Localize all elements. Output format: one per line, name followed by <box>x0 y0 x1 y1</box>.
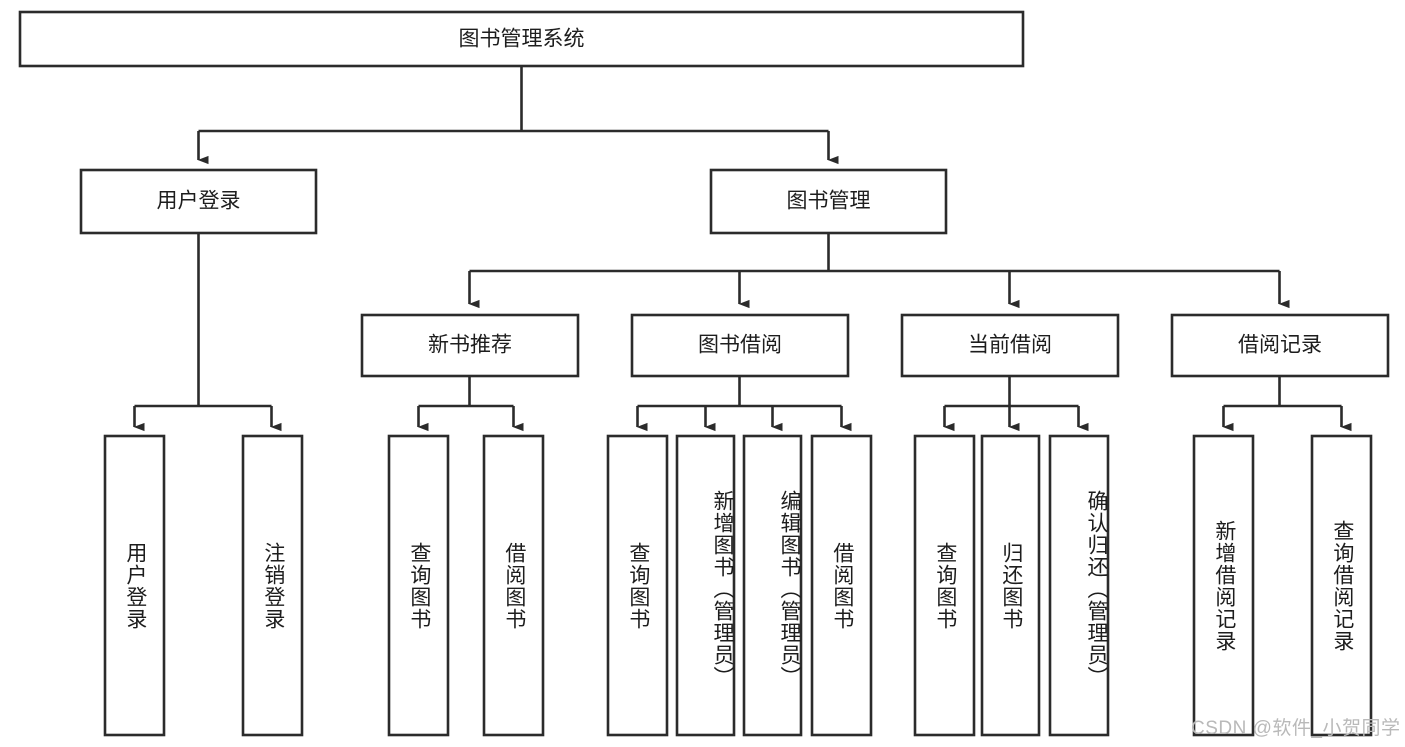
node-leaf-query-record-box[interactable] <box>1310 434 1373 737</box>
node-root[interactable]: 图书管理系统 <box>18 10 1025 68</box>
node-current-borrow-label: 当前借阅 <box>968 334 1052 357</box>
node-user-login-label: 用户登录 <box>157 190 241 213</box>
node-root-box[interactable] <box>18 10 1025 68</box>
node-leaf-add-book-box[interactable] <box>675 434 736 737</box>
node-leaf-return-book-box[interactable] <box>980 434 1041 737</box>
node-leaf-query-book-2-box[interactable] <box>606 434 669 737</box>
node-new-book-recommend-box[interactable] <box>360 313 580 378</box>
node-user-login[interactable]: 用户登录 <box>79 168 318 235</box>
node-book-management[interactable]: 图书管理 <box>709 168 948 235</box>
watermark: CSDN @软件_小贺同学 <box>1191 718 1401 739</box>
node-current-borrow[interactable]: 当前借阅 <box>900 313 1120 378</box>
node-new-book-recommend[interactable]: 新书推荐 <box>360 313 580 378</box>
connector-group-current-borrow-to-leaves <box>943 376 1089 432</box>
node-book-management-label: 图书管理 <box>787 190 871 213</box>
node-borrow-record-box[interactable] <box>1170 313 1390 378</box>
connector-group-root-to-level2 <box>197 66 839 165</box>
node-book-management-box[interactable] <box>709 168 948 235</box>
node-root-label: 图书管理系统 <box>459 28 585 51</box>
node-borrow-record[interactable]: 借阅记录 <box>1170 313 1390 378</box>
node-leaf-logout-login-box[interactable] <box>241 434 304 737</box>
node-user-login-box[interactable] <box>79 168 318 235</box>
node-book-borrow-box[interactable] <box>630 313 850 378</box>
node-leaf-borrow-book-1-box[interactable] <box>482 434 545 737</box>
node-leaf-confirm-return-box[interactable] <box>1048 434 1110 737</box>
leaf-boxes <box>103 434 1373 737</box>
node-book-borrow[interactable]: 图书借阅 <box>630 313 850 378</box>
node-leaf-query-book-1-box[interactable] <box>387 434 450 737</box>
node-leaf-add-record-box[interactable] <box>1192 434 1255 737</box>
node-leaf-borrow-book-2-box[interactable] <box>810 434 873 737</box>
node-leaf-query-book-3-box[interactable] <box>913 434 976 737</box>
node-book-borrow-label: 图书借阅 <box>698 334 782 357</box>
connector-group-book-management-to-level3 <box>468 233 1290 309</box>
node-current-borrow-box[interactable] <box>900 313 1120 378</box>
node-new-book-recommend-label: 新书推荐 <box>428 334 512 357</box>
node-leaf-edit-book-box[interactable] <box>742 434 803 737</box>
node-leaf-user-login-box[interactable] <box>103 434 166 737</box>
connector-group-user-login-to-leaves <box>133 233 282 432</box>
connector-group-book-borrow-to-leaves <box>636 376 852 432</box>
connector-group-borrow-record-to-leaves <box>1222 376 1352 432</box>
node-borrow-record-label: 借阅记录 <box>1238 334 1322 357</box>
connector-group-new-book-recommend-to-leaves <box>417 376 524 432</box>
